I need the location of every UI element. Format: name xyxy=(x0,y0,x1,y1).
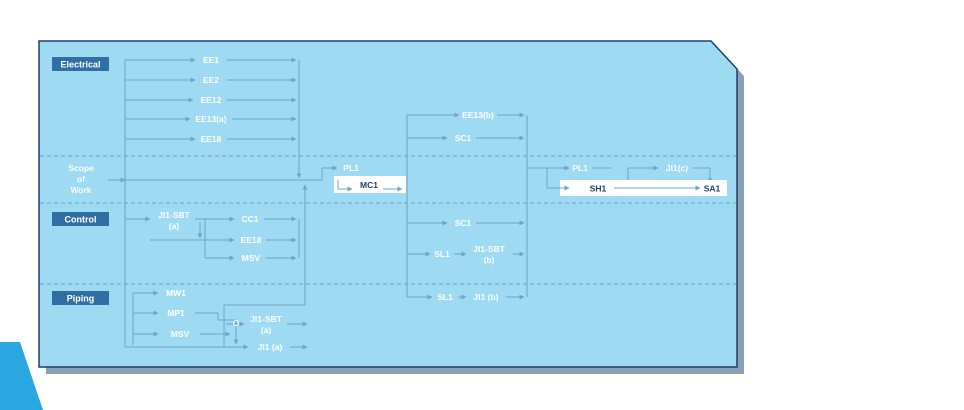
node-ji1sbt-ctrl-line2: (a) xyxy=(169,221,180,231)
node-ee18-top: EE18 xyxy=(201,134,222,144)
scope-of-work-label: Scope of Work xyxy=(68,163,94,195)
node-ee18-ctrl: EE18 xyxy=(241,235,262,245)
svg-text:Control: Control xyxy=(65,215,97,225)
node-ji1sbt-b-line2: (b) xyxy=(484,255,495,265)
node-ji1sbt-pipe-line1: JI1-SBT xyxy=(250,314,282,324)
node-sl1-b: SL1 xyxy=(437,292,453,302)
node-ee2: EE2 xyxy=(203,75,219,85)
node-ee1: EE1 xyxy=(203,55,219,65)
svg-text:SA1: SA1 xyxy=(704,184,721,194)
node-sl1-a: SL1 xyxy=(434,249,450,259)
node-mp1: MP1 xyxy=(167,308,185,318)
section-label-control: Control xyxy=(52,212,109,226)
svg-text:MC1: MC1 xyxy=(360,180,378,190)
junction-circle xyxy=(233,320,239,326)
node-sc1-mid: SC1 xyxy=(455,218,472,228)
node-ji1c: JI1(c) xyxy=(666,163,688,173)
node-msv-pipe: MSV xyxy=(171,329,190,339)
node-ee13a: EE13(a) xyxy=(195,114,226,124)
node-ji1b: JI1 (b) xyxy=(473,292,498,302)
node-ji1a: JI1 (a) xyxy=(258,342,283,352)
connector-lines xyxy=(108,57,713,350)
accent-corner-shape xyxy=(0,342,43,410)
node-pl1-right: PL1 xyxy=(572,163,588,173)
svg-text:Work: Work xyxy=(70,185,91,195)
node-mc1-highlight: MC1 xyxy=(334,176,406,193)
node-ji1sbt-b-line1: JI1-SBT xyxy=(473,244,505,254)
section-label-electrical: Electrical xyxy=(52,57,109,71)
node-cc1: CC1 xyxy=(241,214,258,224)
svg-text:Electrical: Electrical xyxy=(60,60,100,70)
lane-separators xyxy=(40,155,736,285)
node-sh1-sa1-highlight: SH1 SA1 xyxy=(547,180,727,196)
node-mw1: MW1 xyxy=(166,288,186,298)
svg-text:of: of xyxy=(77,174,85,184)
section-label-piping: Piping xyxy=(52,291,109,305)
node-ee13b: EE13(b) xyxy=(462,110,494,120)
svg-text:SH1: SH1 xyxy=(590,184,607,194)
node-ee12: EE12 xyxy=(201,95,222,105)
svg-text:Scope: Scope xyxy=(68,163,94,173)
node-msv-ctrl: MSV xyxy=(242,253,261,263)
diagram-panel xyxy=(38,40,738,368)
node-pl1-mid: PL1 xyxy=(343,163,359,173)
node-ji1sbt-ctrl-line1: JI1-SBT xyxy=(158,210,190,220)
node-sc1-top: SC1 xyxy=(455,133,472,143)
node-ji1sbt-pipe-line2: (a) xyxy=(261,325,272,335)
svg-text:Piping: Piping xyxy=(67,294,95,304)
